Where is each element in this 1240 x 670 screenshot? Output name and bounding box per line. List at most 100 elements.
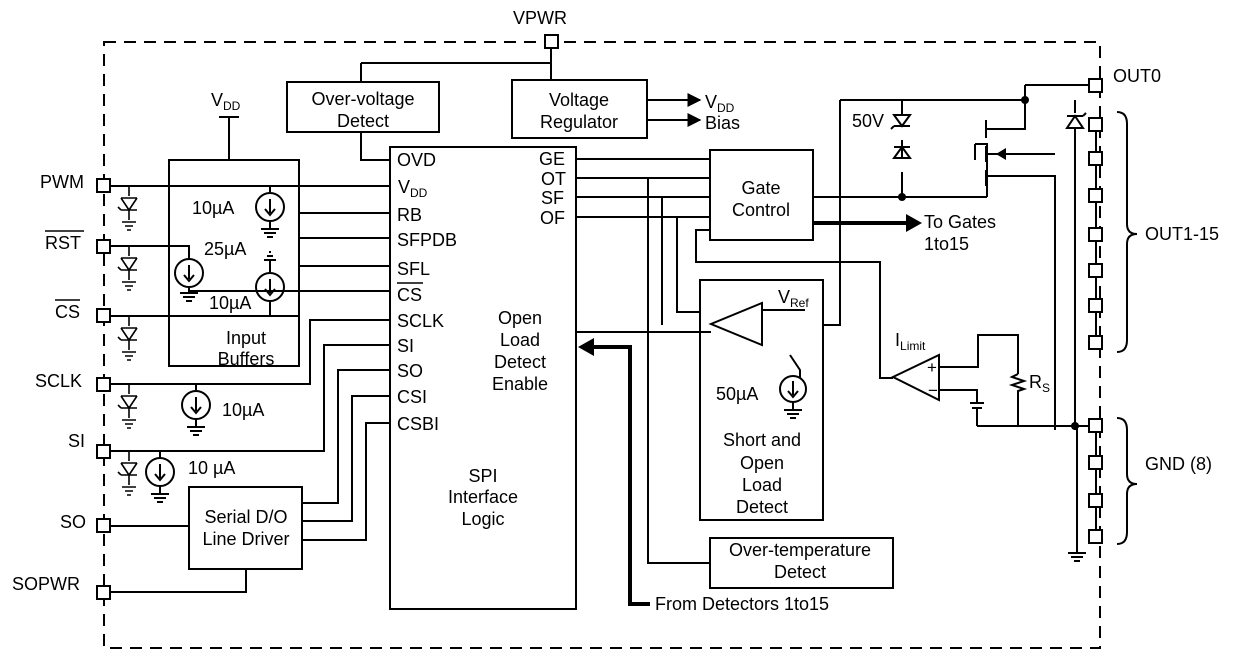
out1-15-pins[interactable] bbox=[1088, 117, 1103, 350]
gnd-wire bbox=[977, 425, 1089, 562]
open-load-detect-enable-label: Open Load Detect Enable bbox=[492, 308, 548, 394]
pwm-esd-zener-icon bbox=[117, 186, 138, 231]
svg-text:Detect: Detect bbox=[494, 352, 546, 372]
sopwr-wire bbox=[110, 569, 247, 593]
zener-50v-label: 50V bbox=[852, 111, 884, 131]
gnd-pins[interactable] bbox=[1088, 418, 1103, 544]
svg-text:SF: SF bbox=[541, 188, 564, 208]
svg-text:Control: Control bbox=[732, 200, 790, 220]
amp-plus-sign: + bbox=[927, 358, 937, 377]
sclk-pin[interactable] bbox=[96, 377, 111, 392]
si-esd-zener-icon bbox=[117, 451, 138, 496]
detect-current-label: 50µA bbox=[716, 384, 758, 404]
svg-text:OVD: OVD bbox=[397, 150, 436, 170]
cs-pin[interactable] bbox=[96, 308, 111, 323]
svg-text:Interface: Interface bbox=[448, 487, 518, 507]
svg-text:SI: SI bbox=[397, 336, 414, 356]
svg-text:Load: Load bbox=[742, 475, 782, 495]
buffer-vdd-label: VDD bbox=[211, 90, 241, 113]
out-brace bbox=[1116, 111, 1138, 353]
cs-esd-zener-icon bbox=[117, 316, 138, 361]
voltage-regulator-block: Voltage Regulator bbox=[511, 79, 648, 139]
pwm-current-label: 10µA bbox=[192, 198, 234, 218]
so-driver-wires bbox=[302, 369, 390, 541]
cs-current-source-icon bbox=[255, 251, 285, 316]
svg-text:SO: SO bbox=[397, 361, 423, 381]
output-esd-zener-icon bbox=[1065, 100, 1087, 430]
si-wire bbox=[110, 344, 390, 452]
sopwr-label: SOPWR bbox=[12, 574, 80, 594]
regulator-vdd-label: VDD bbox=[705, 92, 735, 115]
input-buffers-label-2: Buffers bbox=[218, 349, 275, 369]
spi-logic-block bbox=[389, 146, 577, 610]
cs-label: CS bbox=[55, 302, 80, 322]
rst-label: RST bbox=[45, 233, 81, 253]
from-detectors-label: From Detectors 1to15 bbox=[655, 594, 829, 614]
out1-15-label: OUT1-15 bbox=[1145, 224, 1219, 244]
gate-control-block: Gate Control bbox=[709, 149, 814, 241]
svg-text:OT: OT bbox=[541, 169, 566, 189]
svg-text:Open: Open bbox=[498, 308, 542, 328]
rst-pin[interactable] bbox=[96, 239, 111, 254]
svg-text:SPI: SPI bbox=[468, 466, 497, 486]
svg-text:CSBI: CSBI bbox=[397, 414, 439, 434]
current-limit-amplifier-icon bbox=[890, 334, 1028, 426]
detect-current-source-icon bbox=[779, 354, 807, 419]
of-to-detect-wire bbox=[676, 217, 700, 313]
pwm-pin[interactable] bbox=[96, 178, 111, 193]
svg-text:Gate: Gate bbox=[741, 178, 780, 198]
out0-label: OUT0 bbox=[1113, 66, 1161, 86]
buffer-bus-wires bbox=[299, 212, 390, 292]
svg-text:SFL: SFL bbox=[397, 259, 430, 279]
from-detectors-arrowhead bbox=[578, 338, 594, 356]
svg-text:SFPDB: SFPDB bbox=[397, 230, 457, 250]
to-gates-label-2: 1to15 bbox=[924, 234, 969, 254]
svg-text:Voltage: Voltage bbox=[549, 90, 609, 110]
to-gates-label-1: To Gates bbox=[924, 212, 996, 232]
serial-line-driver-block: Serial D/O Line Driver bbox=[188, 486, 303, 570]
svg-text:Open: Open bbox=[740, 453, 784, 473]
ot-to-overtemp-wire bbox=[647, 178, 710, 564]
ilimit-label: ILimit bbox=[895, 330, 926, 353]
vpwr-label: VPWR bbox=[513, 8, 567, 28]
svg-text:Over-voltage: Over-voltage bbox=[311, 89, 414, 109]
svg-text:SCLK: SCLK bbox=[397, 311, 444, 331]
si-current-label: 10 µA bbox=[188, 458, 235, 478]
clamp-zener-icon bbox=[890, 114, 912, 159]
sclk-wire bbox=[110, 319, 390, 385]
regulator-bias-label: Bias bbox=[705, 113, 740, 133]
vpwr-pin[interactable] bbox=[544, 34, 559, 49]
sclk-label: SCLK bbox=[35, 371, 82, 391]
out0-pin[interactable] bbox=[1088, 78, 1103, 93]
spi-right-pin-labels: GE OT SF OF bbox=[539, 149, 566, 228]
svg-text:Short and: Short and bbox=[723, 430, 801, 450]
spi-left-pin-labels: OVD VDD RB SFPDB SFL CS SCLK SI SO CSI C… bbox=[397, 150, 457, 434]
overvoltage-detect-block: Over-voltage Detect bbox=[286, 81, 440, 133]
si-current-source-icon bbox=[145, 451, 175, 503]
svg-text:Regulator: Regulator bbox=[540, 112, 618, 132]
sclk-esd-zener-icon bbox=[117, 384, 138, 429]
clamp-wire bbox=[762, 99, 1025, 326]
cs-wire bbox=[110, 291, 300, 317]
overtemp-detect-block: Over-temperature Detect bbox=[709, 537, 894, 589]
gnd-brace bbox=[1116, 417, 1138, 545]
short-open-detect-label: Short and Open Load Detect bbox=[723, 430, 801, 517]
sclk-current-source-icon bbox=[181, 384, 211, 436]
svg-text:CSI: CSI bbox=[397, 387, 427, 407]
si-label: SI bbox=[68, 431, 85, 451]
chip-boundary bbox=[103, 41, 1101, 649]
si-pin[interactable] bbox=[96, 444, 111, 459]
svg-text:Enable: Enable bbox=[492, 374, 548, 394]
spi-interface-logic-label: SPI Interface Logic bbox=[448, 466, 518, 529]
svg-text:Load: Load bbox=[500, 330, 540, 350]
clamp-junction bbox=[898, 193, 906, 201]
svg-text:Logic: Logic bbox=[461, 509, 504, 529]
buffer-vdd-wire bbox=[219, 116, 239, 160]
svg-text:OF: OF bbox=[540, 208, 565, 228]
so-pin[interactable] bbox=[96, 518, 111, 533]
so-label: SO bbox=[60, 512, 86, 532]
svg-text:CS: CS bbox=[397, 285, 422, 305]
sclk-current-label: 10µA bbox=[222, 400, 264, 420]
sopwr-pin[interactable] bbox=[96, 585, 111, 600]
